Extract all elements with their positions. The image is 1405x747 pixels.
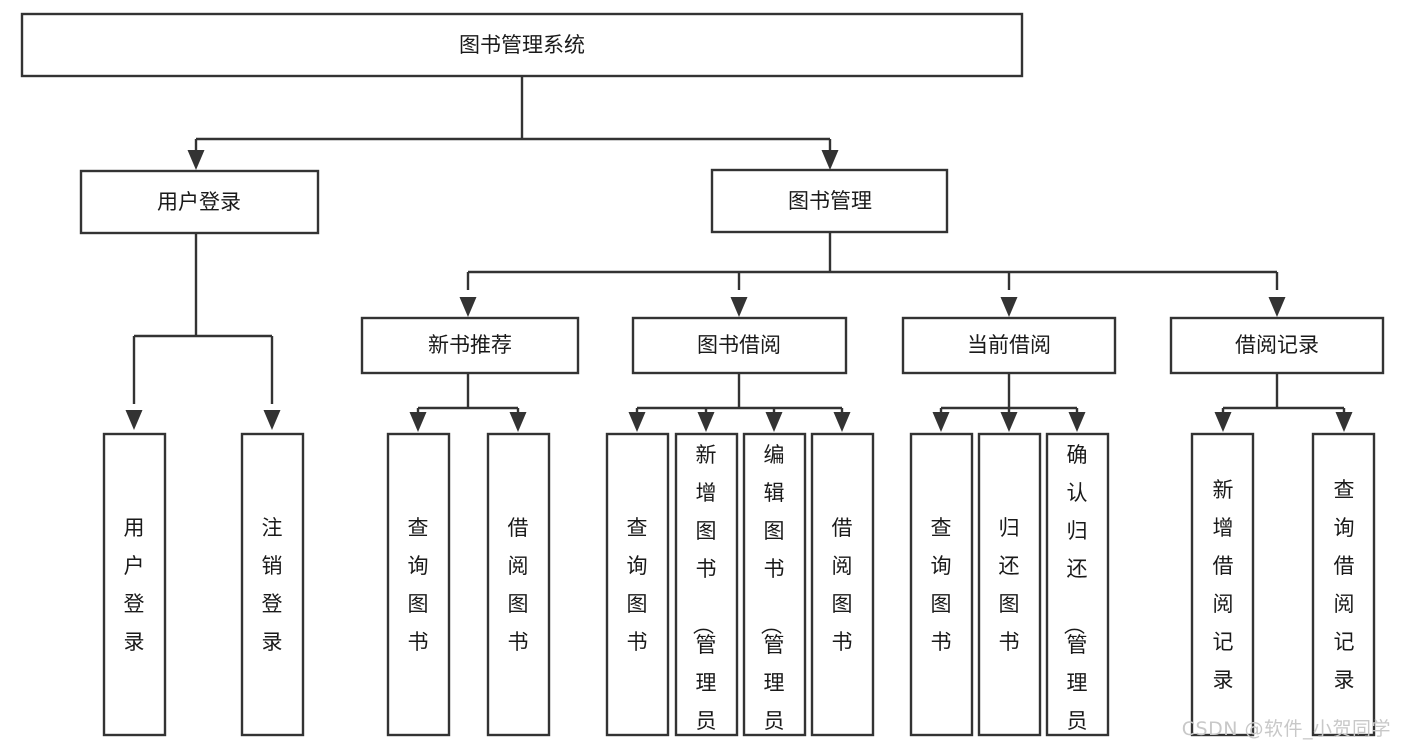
edge-book-borrow-to-leaves (628, 373, 851, 432)
node-label-root: 图书管理系统 (459, 33, 585, 57)
edge-current-borrow-to-leaves (932, 373, 1086, 432)
leaf-label-new-book-query: 查询图书 (408, 516, 429, 654)
edge-user-login-to-children (125, 233, 281, 430)
leaf-new-book-query[interactable]: 查询图书 (386, 432, 451, 737)
leaf-user-login-logout[interactable]: 注销登录 (240, 432, 305, 737)
edge-borrow-record-to-leaves (1214, 373, 1353, 432)
leaf-label-current-borrow-query: 查询图书 (931, 516, 952, 654)
leaf-book-borrow-edit[interactable]: 编辑图书（管理员） (742, 432, 807, 747)
leaf-label-new-book-borrow: 借阅图书 (508, 516, 529, 654)
node-new-book-recommend[interactable]: 新书推荐 (360, 316, 580, 375)
leaf-current-borrow-confirm[interactable]: 确认归还（管理员） (1045, 432, 1110, 747)
leaf-current-borrow-query[interactable]: 查询图书 (909, 432, 974, 737)
leaf-new-book-borrow[interactable]: 借阅图书 (486, 432, 551, 737)
leaf-user-login-login[interactable]: 用户登录 (102, 432, 167, 737)
node-label-user-login: 用户登录 (157, 190, 241, 214)
leaf-label-current-borrow-confirm: 确认归还（管理员） (1062, 443, 1088, 747)
node-current-borrow[interactable]: 当前借阅 (901, 316, 1117, 375)
leaf-borrow-record-query[interactable]: 查询借阅记录 (1311, 432, 1376, 737)
leaf-borrow-record-add[interactable]: 新增借阅记录 (1190, 432, 1255, 737)
leaf-label-book-borrow-edit: 编辑图书（管理员） (759, 443, 785, 747)
node-book-borrow[interactable]: 图书借阅 (631, 316, 848, 375)
node-book-management[interactable]: 图书管理 (710, 168, 949, 234)
leaf-current-borrow-return[interactable]: 归还图书 (977, 432, 1042, 737)
leaf-label-user-login-logout: 注销登录 (262, 516, 283, 654)
node-label-borrow-record: 借阅记录 (1235, 333, 1319, 357)
edge-root-to-level2 (194, 76, 832, 147)
node-label-book-borrow: 图书借阅 (697, 333, 781, 357)
leaf-label-book-borrow-query: 查询图书 (627, 516, 648, 654)
arrow-to-user-login (187, 147, 205, 170)
arrow-to-book-manage (821, 147, 839, 170)
edge-new-book-to-leaves (409, 373, 527, 432)
leaf-label-book-borrow-borrow: 借阅图书 (832, 516, 853, 654)
leaf-book-borrow-add[interactable]: 新增图书（管理员） (674, 432, 739, 747)
leaf-label-book-borrow-add: 新增图书（管理员） (691, 443, 717, 747)
node-label-new-book-recommend: 新书推荐 (428, 333, 512, 357)
node-user-login[interactable]: 用户登录 (79, 169, 320, 235)
leaf-book-borrow-borrow[interactable]: 借阅图书 (810, 432, 875, 737)
leaf-label-user-login-login: 用户登录 (124, 516, 145, 654)
leaf-book-borrow-query[interactable]: 查询图书 (605, 432, 670, 737)
node-label-current-borrow: 当前借阅 (967, 333, 1051, 357)
node-label-book-management: 图书管理 (788, 189, 872, 213)
node-borrow-record[interactable]: 借阅记录 (1169, 316, 1385, 375)
leaf-label-current-borrow-return: 归还图书 (999, 516, 1020, 654)
leaf-label-borrow-record-query: 查询借阅记录 (1334, 478, 1355, 692)
edge-book-manage-to-children (459, 232, 1286, 317)
leaf-label-borrow-record-add: 新增借阅记录 (1213, 478, 1234, 692)
node-root-book-management-system[interactable]: 图书管理系统 (20, 12, 1024, 78)
